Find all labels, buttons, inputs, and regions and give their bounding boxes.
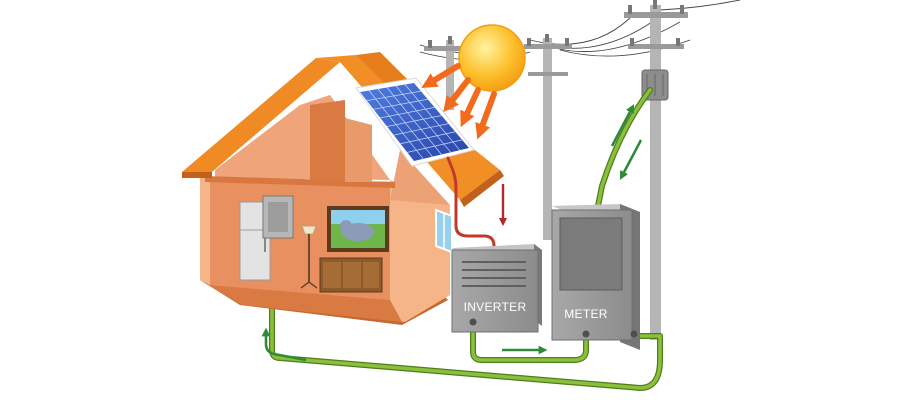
flow-arrow-grid-to-meter-down [619, 139, 643, 180]
green-flow-arrows [261, 104, 643, 362]
panel-grid-line [366, 90, 421, 101]
floor-lamp-icon [300, 225, 318, 289]
tv-icon [327, 206, 389, 252]
meter: METER [551, 204, 640, 350]
inverter: INVERTER [451, 244, 542, 333]
sun-icon [458, 24, 526, 92]
cabinet [319, 257, 383, 293]
utility-pole-middle [524, 34, 572, 240]
dc-cable [446, 156, 496, 254]
roof [182, 58, 340, 172]
panel-grid-line [373, 98, 428, 110]
inverter-label: INVERTER [464, 300, 527, 314]
panel-grid-line [407, 139, 463, 153]
panel-grid-line [393, 123, 449, 136]
panel-grid-line [380, 107, 435, 119]
meter-label: METER [564, 307, 608, 321]
solar-panel [355, 77, 475, 167]
breaker-box [262, 195, 294, 239]
sun-ray-arrows [421, 63, 497, 140]
panel-grid-line [386, 115, 442, 127]
panel-grid-line [400, 131, 456, 145]
flow-arrow-grid-to-house-up [261, 327, 307, 362]
flow-arrow-meter-to-grid-up [610, 104, 635, 147]
